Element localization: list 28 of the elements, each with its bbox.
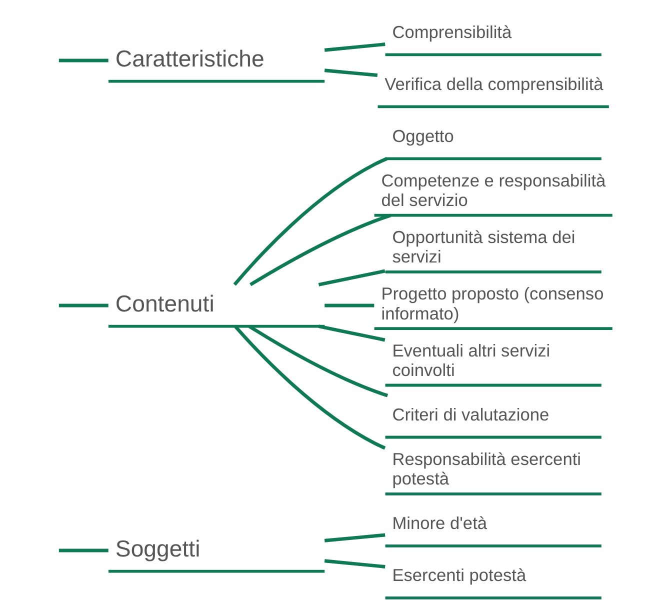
node-text: Verifica della comprensibilità (384, 74, 603, 94)
connector (324, 533, 385, 542)
connector (58, 548, 108, 552)
node-text: Caratteristiche (114, 45, 264, 72)
connector (248, 324, 388, 398)
connector (234, 326, 386, 450)
connector (232, 157, 387, 286)
connector (58, 58, 108, 62)
node-text: Eventuali altri servizi coinvolti (392, 340, 550, 380)
node-text: Soggetti (114, 535, 200, 562)
node-text: Esercenti potestà (392, 565, 526, 586)
connector (324, 304, 374, 308)
node-text: Minore d'età (392, 513, 487, 534)
node-text: Contenuti (114, 290, 214, 316)
connector (249, 214, 390, 286)
node-text: Criteri di valutazione (392, 404, 549, 424)
node-text: Progetto proposto (consenso informato) (380, 284, 604, 324)
node-text: Comprensibilità (392, 22, 512, 42)
node-text: Responsabilità esercenti potestà (392, 448, 581, 489)
connector (58, 304, 108, 308)
connector (324, 68, 378, 77)
connector (324, 42, 385, 52)
connector (318, 269, 385, 286)
connector (318, 324, 385, 342)
node-text: Oggetto (392, 126, 454, 146)
connector (324, 559, 385, 568)
node-text: Competenze e responsabilità del servizio (380, 170, 606, 210)
node-text: Opportunità sistema dei servizi (392, 227, 575, 267)
